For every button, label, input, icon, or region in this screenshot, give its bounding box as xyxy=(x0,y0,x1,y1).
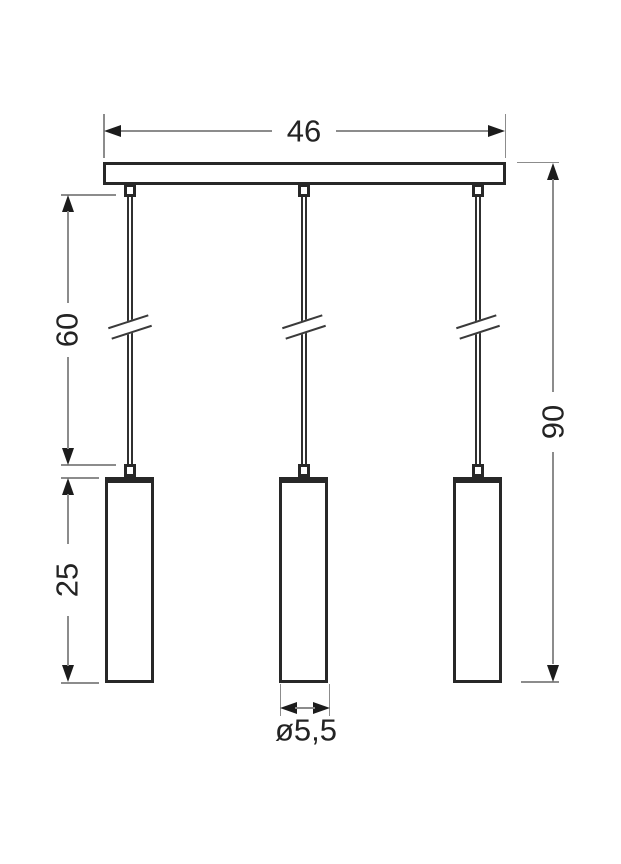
dim-shade-height-label: 25 xyxy=(49,562,85,598)
cable-connector-top xyxy=(298,184,310,197)
dim-total-height-label: 90 xyxy=(535,404,570,440)
dim-shade-height-line-bottom xyxy=(67,616,69,666)
dim-cable-length-arrow-top xyxy=(61,195,74,212)
cable-connector-bottom xyxy=(298,464,310,477)
dim-cable-length-arrow-bottom xyxy=(61,448,74,465)
dim-shade-diameter-line xyxy=(295,707,315,709)
dim-total-height-line-top xyxy=(552,179,554,392)
dim-shade-diameter-label: ø5,5 xyxy=(274,712,338,748)
cable-connector-bottom xyxy=(472,464,484,477)
dim-bar-width-arrow-left xyxy=(104,124,121,137)
dim-shade-height-line-top xyxy=(67,494,69,544)
pendant-left xyxy=(100,184,160,684)
dim-cable-length-extension-bottom xyxy=(61,464,116,466)
cylinder-shade xyxy=(453,477,502,683)
pendant-middle xyxy=(274,184,334,684)
cable-connector-top xyxy=(123,184,136,197)
dim-cable-length-label: 60 xyxy=(49,312,85,348)
dim-bar-width-extension-left xyxy=(103,114,105,158)
dim-bar-width-line-right xyxy=(336,130,488,132)
dim-shade-height-extension-bottom xyxy=(61,682,99,684)
dim-total-height-extension-bottom xyxy=(521,681,559,683)
cable-connector-top xyxy=(472,184,484,197)
dim-cable-length-extension-top xyxy=(61,194,116,196)
dim-shade-diameter-extension-left xyxy=(279,684,281,716)
dim-shade-height-arrow-bottom xyxy=(61,665,74,682)
dim-total-height-line-bottom xyxy=(552,452,554,664)
dim-total-height-extension-top xyxy=(517,161,559,164)
dim-bar-width-arrow-right xyxy=(488,124,505,137)
dim-cable-length-line-top xyxy=(67,211,69,303)
dim-total-height-arrow-top xyxy=(546,163,559,180)
dim-shade-height-extension-top xyxy=(61,477,99,479)
dim-cable-length-line-bottom xyxy=(67,357,69,449)
dim-shade-diameter-extension-right xyxy=(328,684,330,716)
dim-bar-width-label: 46 xyxy=(286,113,322,149)
dim-shade-diameter-arrow-left xyxy=(280,701,297,714)
pendant-right xyxy=(448,184,508,684)
dim-shade-height-arrow-top xyxy=(61,478,74,495)
dim-total-height-arrow-bottom xyxy=(546,665,559,682)
cylinder-shade xyxy=(279,477,328,683)
dim-bar-width-line-left xyxy=(121,130,272,132)
dim-shade-diameter-arrow-right xyxy=(313,701,330,714)
cable-connector-bottom xyxy=(123,464,136,477)
dim-bar-width-extension-right xyxy=(504,114,506,158)
cylinder-shade xyxy=(104,477,154,683)
ceiling-canopy-bar xyxy=(103,162,506,185)
